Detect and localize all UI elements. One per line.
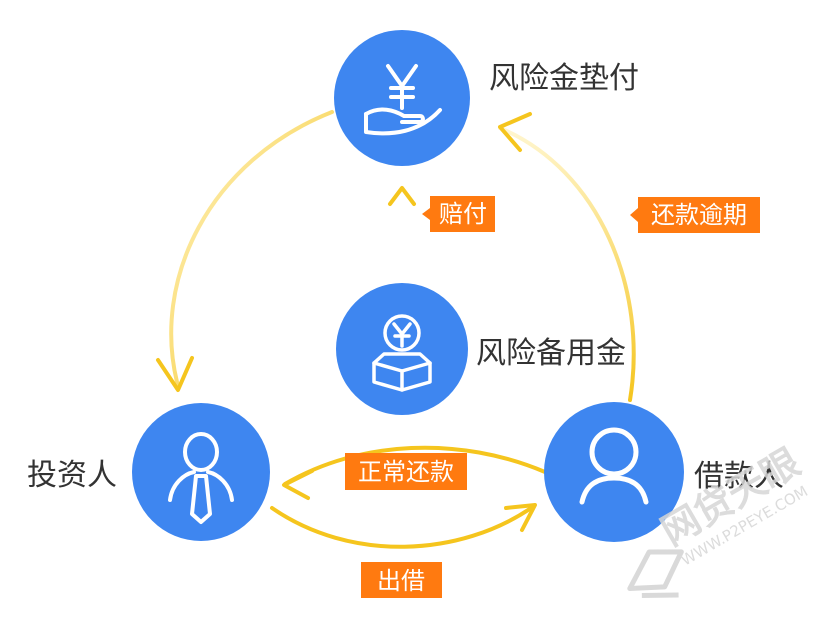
node-risk-fund-advance: 风险金垫付 <box>334 30 639 166</box>
arrow-repayment <box>283 445 547 486</box>
tag-label: 赔付 <box>439 200 487 228</box>
node-investor: 投资人 <box>27 403 270 541</box>
person-icon <box>579 427 649 505</box>
tag-label: 出借 <box>377 567 425 595</box>
yen-coin-box-icon <box>372 314 432 392</box>
person-tie-icon <box>168 432 234 524</box>
arrow-lending <box>270 504 536 549</box>
arrow-head-top <box>498 112 532 152</box>
yen-hand-icon <box>364 64 442 136</box>
node-label: 风险备用金 <box>476 336 626 371</box>
arrow-head-repayment <box>282 469 314 500</box>
arrow-top-to-investor <box>169 110 334 388</box>
tag-normal-repayment: 正常还款 <box>345 453 467 490</box>
tag-lending: 出借 <box>361 562 442 598</box>
arrow-head-lending <box>504 503 537 532</box>
tag-label: 正常还款 <box>358 458 454 486</box>
arrow-head-compensation <box>388 186 416 206</box>
node-risk-reserve: 风险备用金 <box>336 283 626 415</box>
node-label: 借款人 <box>694 459 784 494</box>
arrow-head-investor <box>156 356 194 392</box>
eye-logo-icon <box>627 549 684 598</box>
arrow-borrower-to-top <box>498 126 636 402</box>
tag-label: 还款逾期 <box>651 201 747 229</box>
node-label: 投资人 <box>27 458 117 493</box>
tag-compensation: 赔付 <box>422 196 495 232</box>
node-label: 风险金垫付 <box>489 61 639 96</box>
node-borrower: 借款人 <box>544 402 784 542</box>
tag-overdue-repayment: 还款逾期 <box>630 197 760 233</box>
